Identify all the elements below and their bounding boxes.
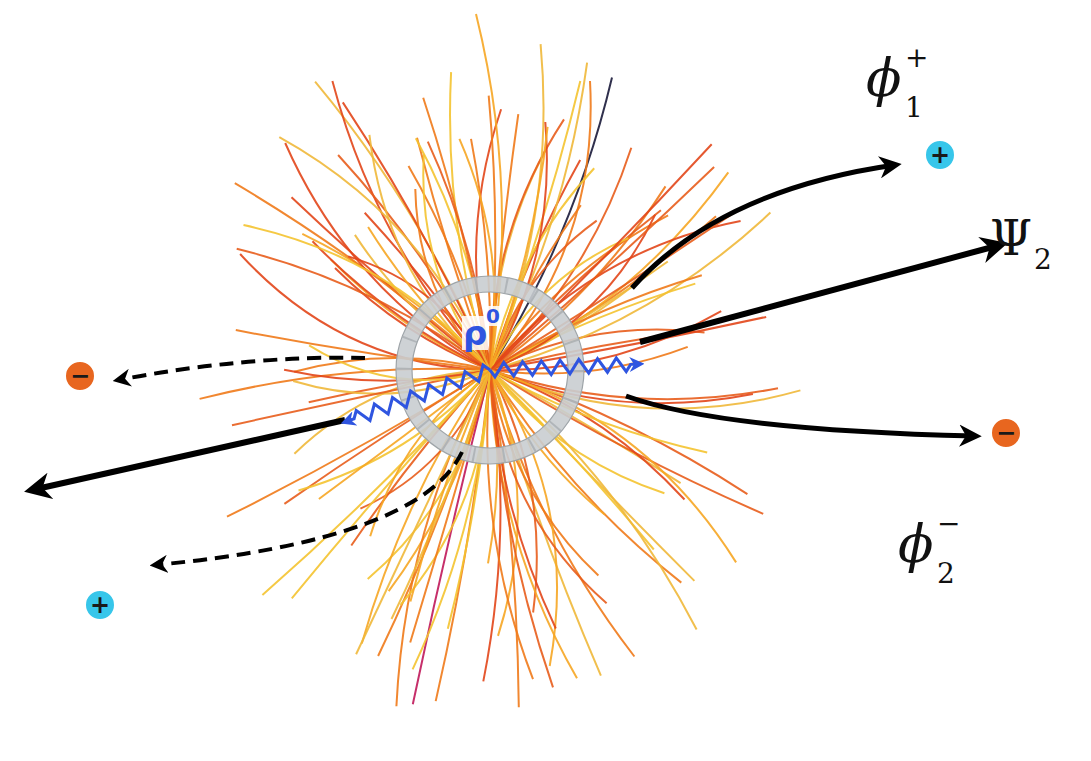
particle-track [285, 143, 490, 370]
subscript: 2 [1034, 246, 1052, 274]
subscript: 2 [937, 560, 955, 588]
particle-track [490, 370, 553, 687]
charge-sign: + [922, 137, 958, 173]
particle-symbol: ϕ [898, 518, 933, 570]
charge-sign: − [62, 358, 98, 394]
charge-circle: − [62, 358, 98, 394]
rho-wave [345, 358, 640, 422]
particle-track [315, 82, 490, 370]
charge-circle: + [82, 587, 118, 623]
particle-track [235, 183, 490, 370]
particle-track [279, 137, 490, 370]
particle-track [490, 127, 548, 370]
rho-wave-line [345, 365, 490, 422]
particle-track [459, 139, 495, 370]
superscript: 0 [485, 306, 501, 326]
particle-track [284, 370, 490, 381]
particle-track [490, 167, 714, 370]
superscript: − [937, 510, 960, 538]
particle-track [490, 370, 598, 576]
charge-circle: + [922, 137, 958, 173]
phi2-arrow [626, 396, 975, 436]
particle-track [428, 142, 490, 370]
particle-track [237, 249, 490, 370]
superscript: + [905, 44, 928, 72]
subscript: 1 [905, 94, 923, 122]
dashed-arrow [118, 358, 365, 380]
dashed-arrow [155, 452, 462, 565]
particle-track [490, 144, 712, 370]
particle-track [490, 370, 607, 603]
back-arrow [32, 420, 345, 490]
particle-track [450, 72, 490, 370]
phi1-arrow [632, 165, 895, 288]
particle-symbol: Ψ [990, 214, 1032, 262]
particle-track [490, 370, 736, 562]
particle-symbol: ϕ [866, 52, 901, 104]
charge-sign: + [82, 587, 118, 623]
rho-wave-line [490, 358, 640, 377]
psi2-arrow [640, 245, 1000, 342]
charge-circle: − [988, 415, 1024, 451]
particle-track [490, 370, 685, 500]
particle-track [490, 122, 547, 370]
particle-track [448, 370, 490, 629]
charge-sign: − [988, 415, 1024, 451]
particle-track [487, 370, 533, 679]
momentum-arrows [32, 165, 1000, 565]
